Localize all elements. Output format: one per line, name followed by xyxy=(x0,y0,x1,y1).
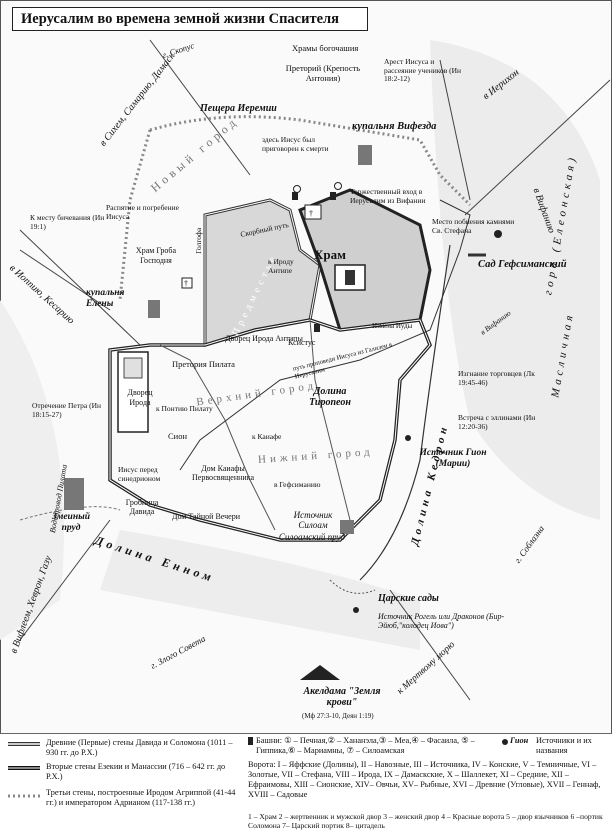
label-izgnanie: Изгнание торговцев (Лк 19:45-46) xyxy=(458,369,535,387)
inner-road xyxy=(159,344,276,531)
legend-gates: Ворота: I – Яффские (Долины), II – Навоз… xyxy=(248,760,601,799)
herod-palace-inner xyxy=(123,357,143,379)
label-k-pontiyu: к Понтию Пилату xyxy=(156,404,213,413)
road-ioppia xyxy=(19,229,141,346)
label-khramy-bogo: Храмы богочашия xyxy=(292,43,359,53)
label-kupalnya-elenu: купальня Елены xyxy=(86,288,125,309)
label-siloamsky: Силоамский пруд xyxy=(278,532,346,542)
label-zmeiny: Змеиный пруд xyxy=(52,512,90,533)
label-dom-taynoy: Дом Тайной Вечери xyxy=(172,512,240,521)
holy-sepulchre-marker xyxy=(181,277,193,289)
svg-text:†: † xyxy=(184,279,188,288)
kings-gardens xyxy=(329,579,376,594)
west-hill-shade xyxy=(0,300,64,640)
label-akeldama-ref: (Мф 27:3-10, Деян 1:19) xyxy=(302,712,374,720)
legend-towers: Башни: ① – Печная,② – Хананэла,③ – Меа,④… xyxy=(256,736,475,755)
temple-area xyxy=(298,188,432,332)
label-rogel: Источник Рогель или Драконов (Бир-Эйюб,"… xyxy=(378,612,505,630)
third-wall xyxy=(149,115,472,207)
label-sad: Сад Гефсиманский xyxy=(478,259,567,270)
legend-sources: Источники и их названия xyxy=(536,736,592,755)
temple-inner xyxy=(345,270,355,285)
map-drawing: † † xyxy=(0,39,611,701)
label-istochnik-siloam: Источник Силоам xyxy=(293,510,333,530)
label-tsarskie: Царские сады xyxy=(378,593,439,604)
marker-sq2 xyxy=(330,192,336,200)
label-torzh-vkhod: Торжественный вход в Иерусалим из Вифани… xyxy=(350,187,426,205)
label-mesto-pobieniya: Место побиения камнями Св. Стефана xyxy=(432,217,515,235)
label-istochnik-gion: Источник Гион (Марии) xyxy=(419,448,487,469)
label-v-gefsimaniyu: в Гефсиманию xyxy=(274,480,321,489)
label-arest: Арест Иисуса и рассеяние учеников (Ин 18… xyxy=(384,57,462,83)
road-northeast xyxy=(439,59,471,201)
tyropoeon-path xyxy=(309,319,351,521)
tower-1 xyxy=(293,185,301,193)
gion-marker xyxy=(405,435,411,441)
label-vstrecha: Встреча с эллинами (Ин 12:20-36) xyxy=(458,413,536,431)
pool-bethesda xyxy=(358,145,372,165)
legend-wall3: Третьи стены, построенные Иродом Агриппо… xyxy=(46,788,236,807)
svg-text:†: † xyxy=(309,209,313,218)
olive-mount-shade xyxy=(430,40,600,520)
legend-wall1: Древние (Первые) стены Давида и Соломона… xyxy=(46,738,233,757)
label-sion: Сион xyxy=(168,431,188,441)
rogel-marker xyxy=(353,607,359,613)
label-pretoriya-pilata: Претория Пилата xyxy=(172,359,235,369)
road-west xyxy=(19,249,111,311)
label-grobnitsa: Гробница Давида xyxy=(125,498,159,516)
label-khram: Храм xyxy=(314,247,346,262)
aqueduct xyxy=(19,506,121,521)
legend-wall2: Вторые стены Езекии и Манассии (716 – 64… xyxy=(46,762,226,781)
label-akeldama: Акелдама "Земля крови" xyxy=(303,686,381,708)
legend-temple: 1 – Храм 2 – жертвенник и мужской двор 3… xyxy=(248,812,603,830)
first-wall-highlight xyxy=(109,319,431,541)
map-title: Иерусалим во времена земной жизни Спасит… xyxy=(12,7,368,31)
label-iisus-pered: Иисус перед синедрионом xyxy=(118,465,161,483)
stephen-stone xyxy=(494,230,502,238)
label-dom-kaiafy: Дом Каиафы Первосвященника xyxy=(191,464,255,482)
marker-sq3 xyxy=(314,324,320,332)
antonia-marker xyxy=(304,204,322,220)
label-k-mestu: К месту бичевания (Ин 19:1) xyxy=(30,213,105,231)
label-peschera: Пещера Иеремии xyxy=(200,103,277,114)
label-k-kaiafe: к Каиафе xyxy=(252,432,282,441)
jesus-route xyxy=(179,199,471,471)
pool-serpent xyxy=(64,478,84,510)
label-golgofa: Голгофа xyxy=(194,227,204,254)
legend-lines xyxy=(8,737,508,798)
label-ksistus: Ксистус xyxy=(288,338,316,347)
legend-source-icon xyxy=(502,739,508,745)
road-jericho xyxy=(464,79,611,216)
legend-tower-icon xyxy=(248,737,253,745)
road-north xyxy=(149,39,251,176)
pool-siloam xyxy=(340,520,354,534)
label-pretoriya: Преторий (Крепость Антония) xyxy=(285,63,361,83)
kedron-path xyxy=(359,244,451,581)
marker-sq1 xyxy=(292,192,298,200)
road-dead-sea xyxy=(389,589,471,701)
label-dvorets-iroda: Дворец Ирода xyxy=(127,388,153,407)
legend-gion-key: Гион xyxy=(510,736,529,745)
label-khram-groba: Храм Гроба Господня xyxy=(135,246,177,265)
pool-helena xyxy=(148,300,160,318)
label-dvorets-antipy: Дворец Ирода Антипы xyxy=(225,334,303,343)
label-izmena: Измена Иуды xyxy=(372,322,413,330)
road-south-west xyxy=(19,519,111,641)
label-raspyatie: Распятие и погребение Иисуса xyxy=(106,203,179,221)
label-zdes-iisus: здесь Иисус был приговорен к смерти xyxy=(262,135,329,153)
ennom-valley-shade xyxy=(100,530,420,650)
label-otrechenie: Отречение Петра (Ин 18:15-27) xyxy=(32,401,102,419)
label-dolina-tiropeon: Долина Тиропеон xyxy=(309,386,351,408)
map-legend: Древние (Первые) стены Давида и Соломона… xyxy=(0,733,612,836)
akeldama-icon xyxy=(300,665,340,680)
label-k-irodu: к Ироду Антипе xyxy=(268,257,294,275)
tower-2 xyxy=(334,182,342,190)
label-kupalnya-vifezda: купальня Вифезда xyxy=(352,121,437,132)
